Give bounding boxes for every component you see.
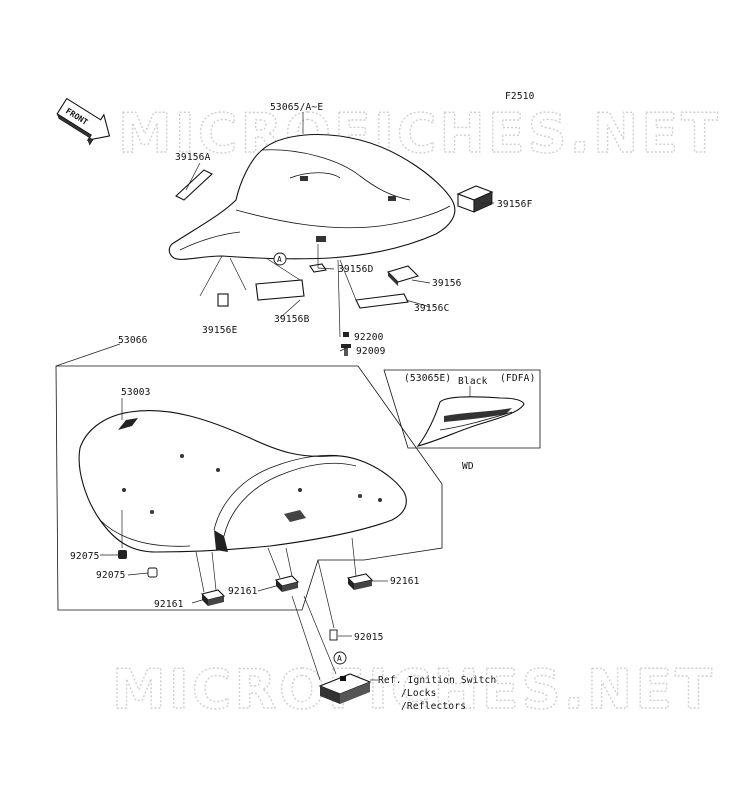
label-92161-mid: 92161 bbox=[228, 586, 258, 597]
ref-mark-a-upper-text: A bbox=[277, 255, 282, 264]
part-39156F bbox=[456, 185, 494, 213]
label-92015: 92015 bbox=[354, 632, 384, 643]
watermark-bottom: MICROFICHES.NET bbox=[112, 658, 715, 721]
part-92009 bbox=[341, 344, 351, 356]
part-39156E bbox=[217, 293, 229, 307]
label-39156D: 39156D bbox=[338, 264, 374, 275]
diagram-code: F2510 bbox=[505, 91, 535, 102]
label-39156F: 39156F bbox=[497, 199, 533, 210]
part-92161-left bbox=[200, 589, 226, 606]
part-92200 bbox=[343, 332, 349, 337]
label-39156A: 39156A bbox=[175, 152, 211, 163]
label-39156: 39156 bbox=[432, 278, 462, 289]
ref-locks: /Locks bbox=[401, 688, 437, 699]
label-92009: 92009 bbox=[356, 346, 386, 357]
inset-caption: WD bbox=[462, 461, 474, 472]
ref-mark-a-lower-text: A bbox=[337, 654, 342, 663]
part-39156C bbox=[355, 293, 409, 309]
front-arrow-icon: FRONT bbox=[56, 97, 111, 146]
ref-mark-a-lower bbox=[333, 651, 347, 665]
main-seat bbox=[78, 410, 407, 553]
label-53003: 53003 bbox=[121, 387, 151, 398]
ref-ignition-switch: Ref. Ignition Switch bbox=[378, 675, 496, 686]
part-39156 bbox=[386, 265, 420, 286]
part-92015 bbox=[329, 629, 338, 641]
part-92075-upper bbox=[118, 550, 127, 559]
part-39156B bbox=[255, 279, 305, 301]
part-92161-right bbox=[346, 573, 374, 590]
label-92075-upper: 92075 bbox=[70, 551, 100, 562]
ref-mark-a-upper bbox=[273, 252, 287, 266]
part-92161-mid bbox=[274, 575, 300, 592]
inset-region-code: (FDFA) bbox=[500, 373, 536, 384]
label-92200: 92200 bbox=[354, 332, 384, 343]
inset-frame bbox=[383, 369, 541, 449]
part-39156A bbox=[175, 169, 213, 201]
inset-seat-cover bbox=[416, 396, 525, 447]
label-92075-lower: 92075 bbox=[96, 570, 126, 581]
assembly-frame bbox=[55, 365, 443, 611]
rear-seat-cover bbox=[168, 133, 456, 260]
part-92075-lower bbox=[147, 567, 158, 578]
label-53065: 53065/A~E bbox=[270, 102, 323, 113]
label-92161-left: 92161 bbox=[154, 599, 184, 610]
seat-latch bbox=[318, 673, 372, 704]
label-92161-right: 92161 bbox=[390, 576, 420, 587]
inset-model-code: (53065E) bbox=[404, 373, 451, 384]
ref-reflectors: /Reflectors bbox=[401, 701, 466, 712]
label-39156C: 39156C bbox=[414, 303, 450, 314]
watermark-top: MICROFICHES.NET bbox=[118, 102, 721, 165]
inset-color-label: Black bbox=[458, 376, 488, 387]
label-39156E: 39156E bbox=[202, 325, 238, 336]
label-39156B: 39156B bbox=[274, 314, 310, 325]
label-53066: 53066 bbox=[118, 335, 148, 346]
